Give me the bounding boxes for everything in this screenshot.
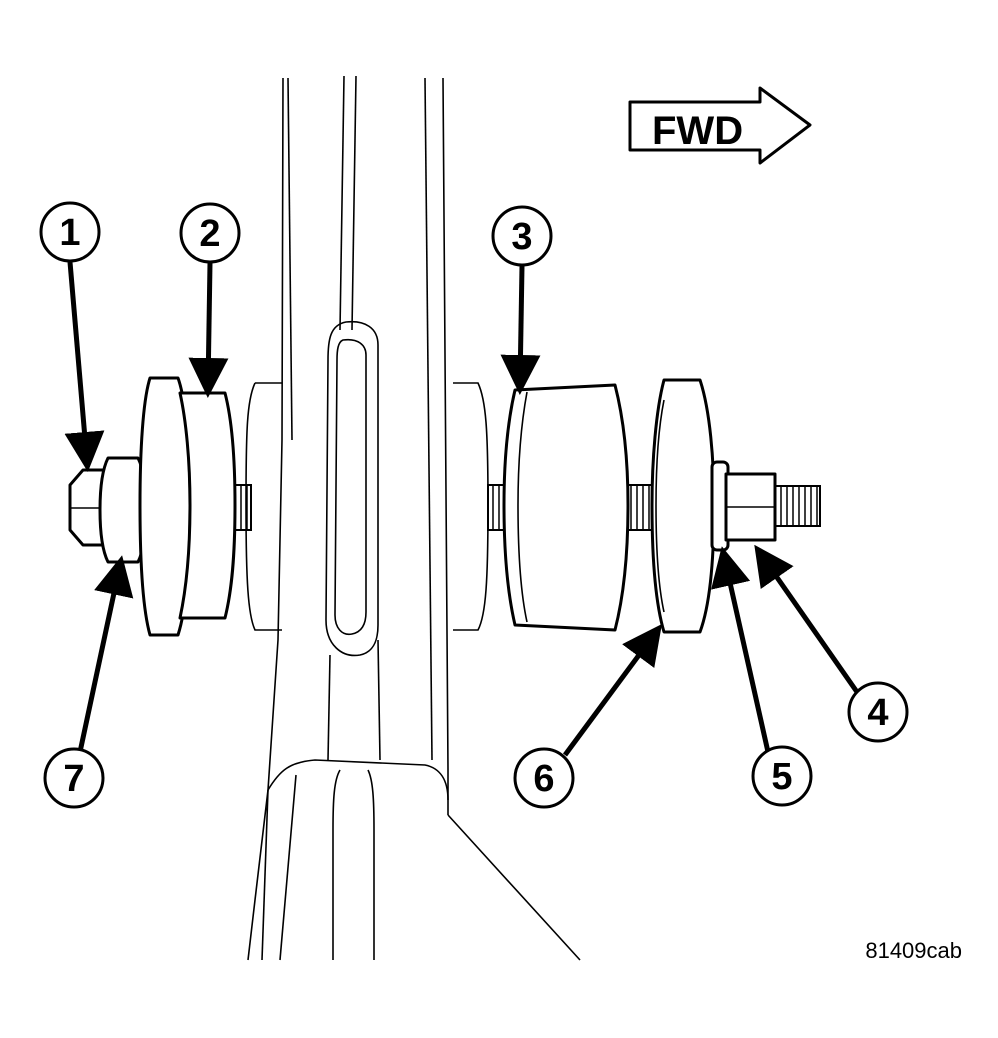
- svg-text:7: 7: [63, 758, 84, 800]
- svg-text:6: 6: [533, 758, 554, 800]
- figure-id: 81409cab: [865, 938, 962, 963]
- svg-text:5: 5: [771, 756, 792, 798]
- right-nut: [724, 472, 777, 542]
- callout-5: 5: [751, 745, 813, 807]
- frame-member: [247, 75, 581, 961]
- callout-7: 7: [43, 747, 105, 809]
- callout-6: 6: [513, 747, 575, 809]
- callout-1: 1: [39, 201, 101, 263]
- forward-arrow: FWD: [628, 86, 812, 165]
- callout-3: 3: [491, 205, 553, 267]
- svg-text:2: 2: [199, 213, 220, 255]
- installer: [502, 383, 630, 632]
- forward-label: FWD: [652, 109, 743, 153]
- receiver-plate: [650, 378, 716, 634]
- callout-2: 2: [179, 202, 241, 264]
- svg-text:1: 1: [59, 212, 80, 254]
- svg-text:3: 3: [511, 216, 532, 258]
- svg-text:4: 4: [867, 692, 888, 734]
- leader-lines: [64, 261, 860, 757]
- callout-4: 4: [847, 681, 909, 743]
- receiver-cup: [138, 376, 237, 637]
